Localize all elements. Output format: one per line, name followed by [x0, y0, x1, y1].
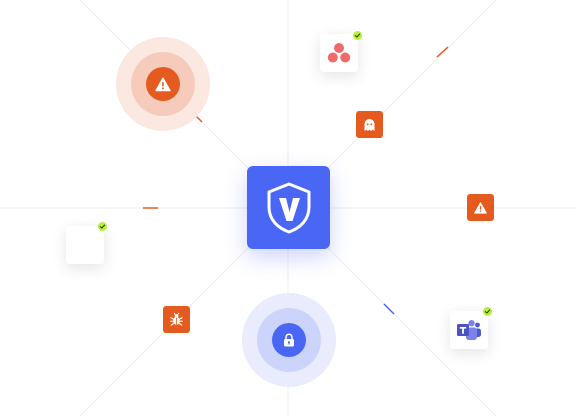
brand-logo-tile [247, 166, 330, 249]
warning-triangle-icon [467, 194, 494, 221]
check-icon [483, 307, 492, 316]
asana-app-card [320, 34, 358, 72]
warning-triangle-icon [146, 67, 180, 101]
microsoft-teams-logo-icon [457, 320, 481, 340]
accent-dash-orange-2 [436, 46, 449, 58]
app-card [66, 226, 104, 264]
accent-dash-blue [383, 303, 395, 315]
teams-app-card [450, 311, 488, 349]
asana-logo-icon [327, 43, 351, 63]
check-icon [353, 31, 362, 40]
bug-icon [163, 306, 190, 333]
lock-icon [272, 323, 306, 357]
check-icon [98, 222, 107, 231]
ghost-icon [356, 111, 383, 138]
shield-v-logo-icon [267, 182, 310, 233]
